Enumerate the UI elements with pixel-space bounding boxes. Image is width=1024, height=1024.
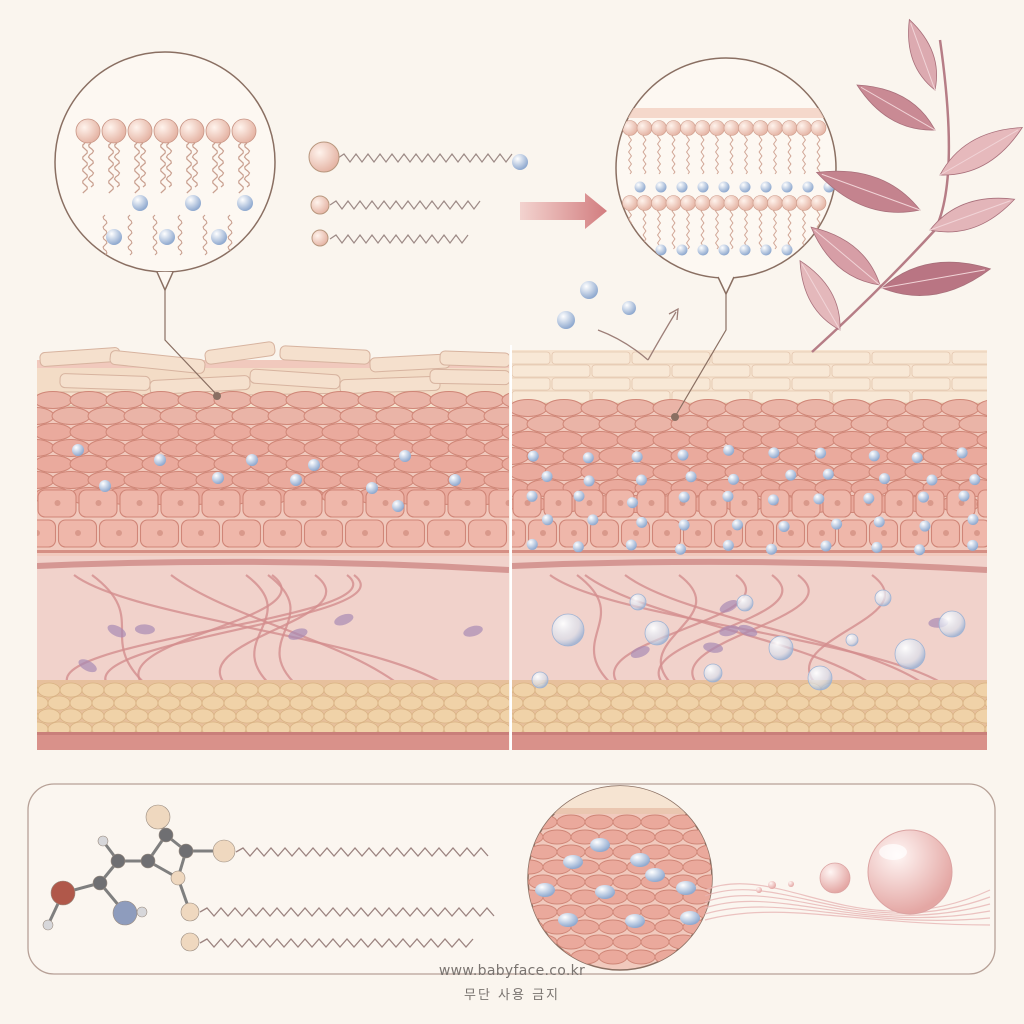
pointer-line (675, 294, 727, 416)
intact-stratum-corneum (512, 350, 987, 406)
hydrated-skin-magnifier (527, 785, 713, 971)
silk-ribbon-and-bubbles (704, 829, 991, 926)
sparse-water-droplets (72, 444, 461, 512)
basal-cell-layer (512, 489, 987, 553)
pointer-dot (213, 392, 221, 400)
ordered-lipid-bilayer (616, 108, 836, 256)
transition-arrow (520, 193, 607, 229)
fat-layer (37, 680, 509, 750)
lipid-magnifier-healthy (615, 57, 837, 421)
pointer-dot (671, 413, 679, 421)
dense-water-droplets (526, 444, 981, 691)
ceramide-molecules (308, 141, 528, 247)
bottom-panel-frame (27, 783, 996, 975)
healthy-skin-cross-section (512, 350, 987, 750)
pointer-line (164, 290, 218, 396)
dermis-layer (37, 556, 509, 691)
dermis-layer (512, 556, 987, 691)
disordered-lipid-layer (75, 118, 257, 256)
basal-cell-layer (37, 489, 509, 553)
damaged-skin-cross-section (37, 341, 509, 750)
leaf-branch-decoration (799, 18, 1024, 353)
lipid-magnifier-damaged (54, 51, 276, 400)
ceramide-molecule-structure (42, 804, 495, 952)
fat-layer (512, 680, 987, 750)
repelled-water-droplets (557, 281, 679, 361)
